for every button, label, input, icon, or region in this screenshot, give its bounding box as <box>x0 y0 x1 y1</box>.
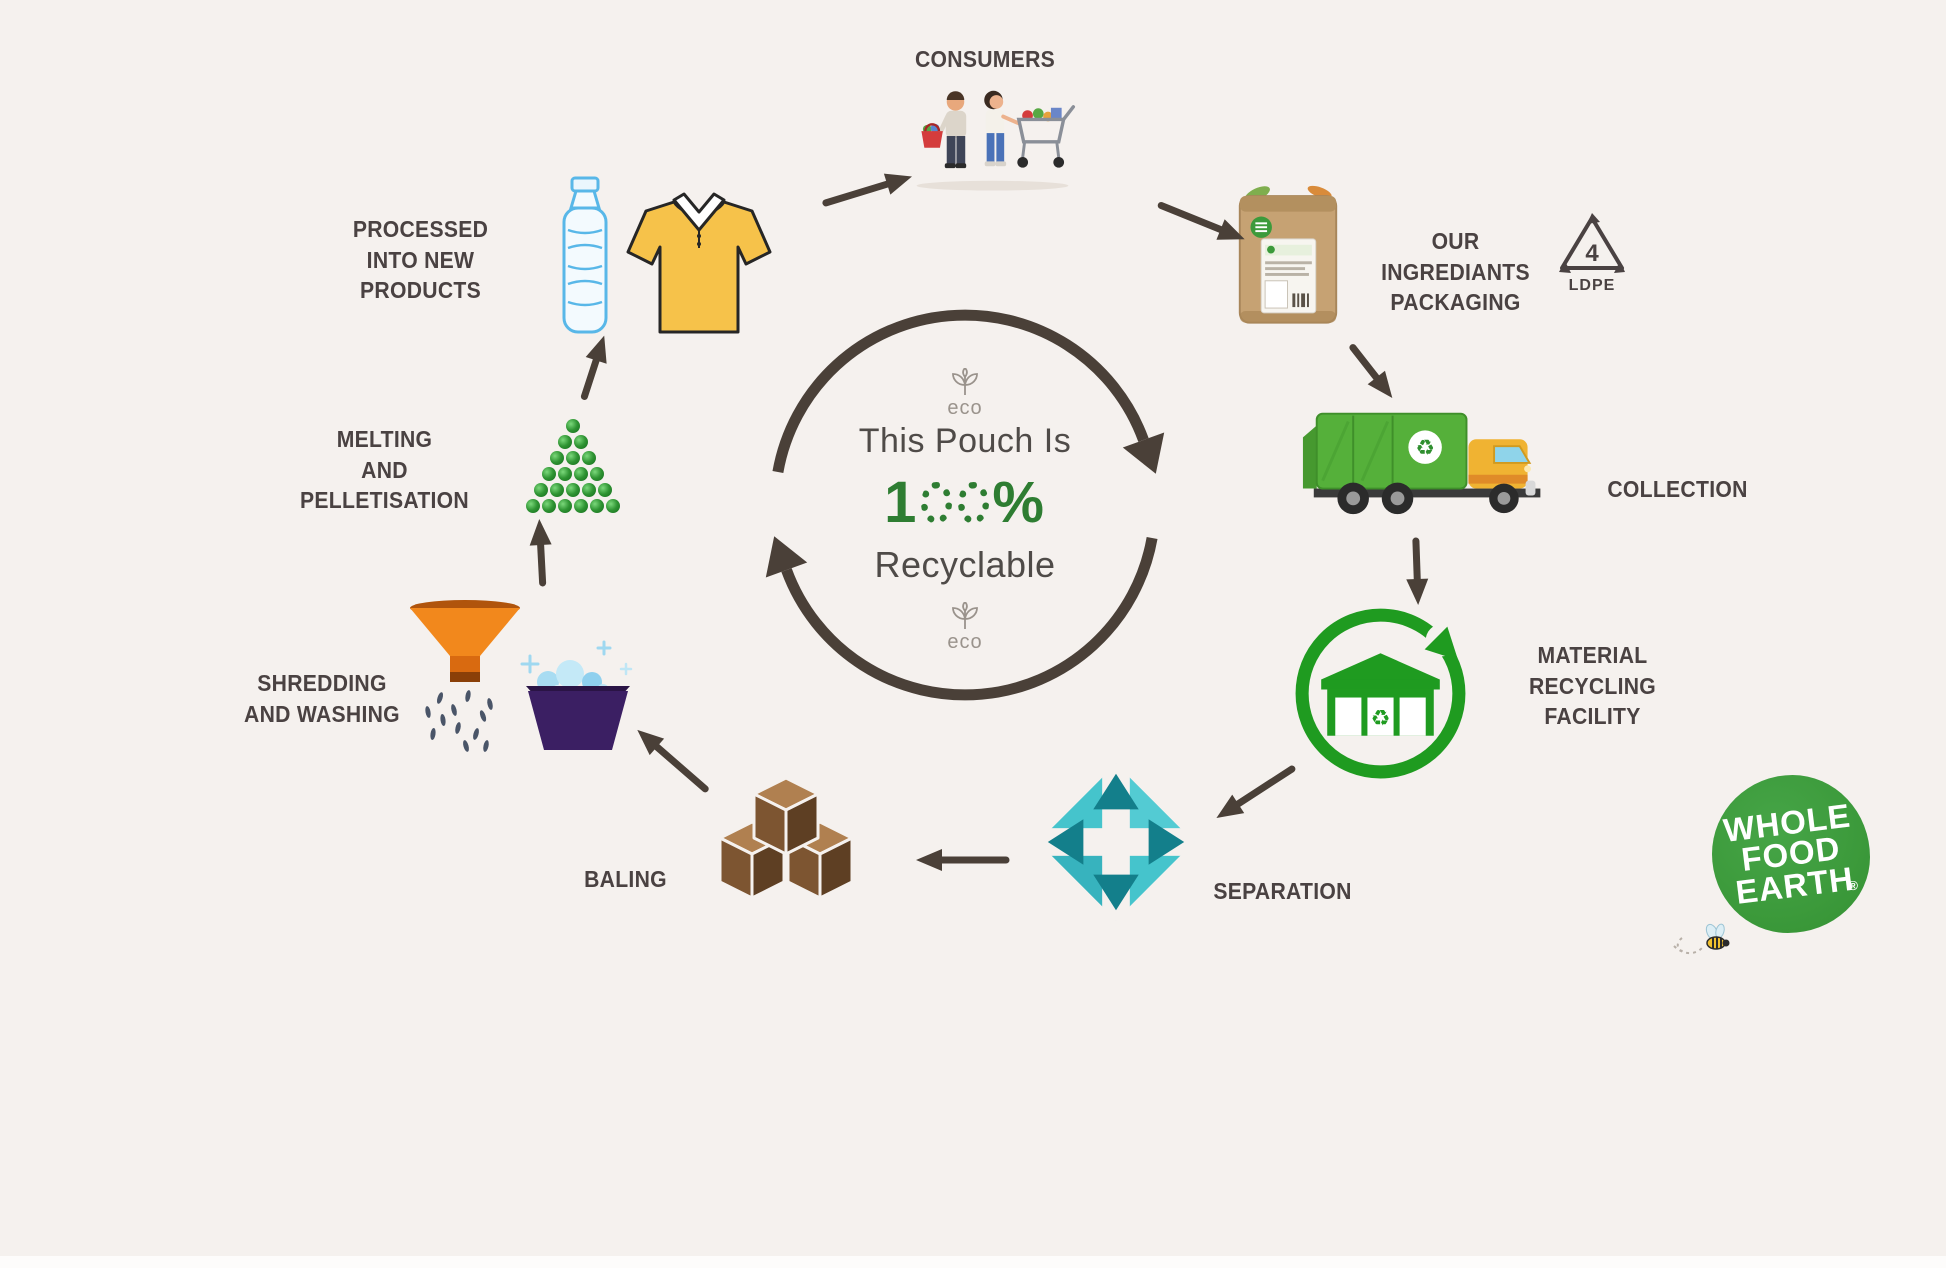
resin-number: 4 <box>1585 240 1599 267</box>
eco-label: eco <box>947 397 983 419</box>
arrow-baling-to-shredding <box>627 719 717 802</box>
funnel-icon <box>410 600 520 682</box>
label-consumers: CONSUMERS <box>914 46 1056 72</box>
arrow-separation-to-baling <box>914 847 1010 873</box>
bee-icon <box>1672 916 1732 958</box>
brand-logo: WHOLE FOOD EARTH ® <box>1712 775 1870 933</box>
shopping-cart-icon <box>1016 105 1076 168</box>
new-products-icon <box>538 172 778 347</box>
brand-logo-text: WHOLE FOOD EARTH <box>1721 796 1856 911</box>
resin-material: LDPE <box>1569 277 1616 294</box>
eco-label: eco <box>947 631 983 653</box>
pellets-icon <box>513 418 633 518</box>
label-separation: SEPARATION <box>1213 878 1352 904</box>
baling-icon <box>698 768 873 908</box>
truck-recycle-glyph: ♻ <box>1415 436 1434 461</box>
label-material-recycling-facility: MATERIAL RECYCLING FACILITY <box>1528 642 1657 730</box>
shreds <box>425 690 493 752</box>
label-shredding-washing: SHREDDING AND WASHING <box>244 670 400 727</box>
eco-leaf-icon <box>952 602 978 630</box>
resin-code-icon: 4 LDPE <box>1556 212 1628 294</box>
shopper-man <box>921 91 967 169</box>
arrow-shredding-to-melting <box>526 516 556 587</box>
mrf-recycle-glyph: ♻ <box>1371 706 1391 732</box>
mrf-icon: ♻ <box>1283 593 1479 789</box>
center-percent: 1% <box>884 470 1046 535</box>
label-processed-new-products: PROCESSED INTO NEW PRODUCTS <box>352 216 489 304</box>
arrow-collection-to-mrf <box>1403 537 1431 608</box>
center-copy: This Pouch Is 1% Recyclable <box>740 422 1190 586</box>
tshirt-icon <box>626 192 772 334</box>
label-melting-pelletisation: MELTING AND PELLETISATION <box>300 426 469 514</box>
center-line1: This Pouch Is <box>858 422 1072 460</box>
separation-icon <box>1032 758 1200 926</box>
label-collection: COLLECTION <box>1607 476 1748 502</box>
center-line2: Recyclable <box>874 544 1056 585</box>
shopping-basket-icon <box>921 123 943 148</box>
label-baling: BALING <box>584 866 667 892</box>
bottle-icon <box>562 176 608 334</box>
brand-logo-registered: ® <box>1848 878 1858 893</box>
consumers-icon <box>900 80 1085 193</box>
arrow-packaging-to-collection <box>1340 336 1404 407</box>
cycle-arrows-icon <box>765 309 1165 701</box>
center-cycle: eco This Pouch Is 1% Recyclable eco <box>740 280 1190 730</box>
eco-badge-bottom: eco <box>740 602 1190 652</box>
eco-leaf-icon <box>952 368 978 396</box>
arrow-consumers-to-packaging <box>1153 192 1252 252</box>
garbage-truck-icon: ♻ <box>1298 392 1566 525</box>
bottom-strip <box>0 1256 1946 1268</box>
shredding-washing-icon <box>398 598 638 763</box>
eco-badge-top: eco <box>740 368 1190 418</box>
shopper-woman <box>984 90 1021 167</box>
arrow-mrf-to-separation <box>1208 756 1303 830</box>
label-packaging: OUR INGREDIANTS PACKAGING <box>1381 228 1530 316</box>
pouch-icon <box>1232 178 1344 330</box>
arrow-products-to-consumers <box>818 164 917 217</box>
wash-basin-icon <box>520 640 633 750</box>
arrow-melting-to-products <box>571 330 617 405</box>
